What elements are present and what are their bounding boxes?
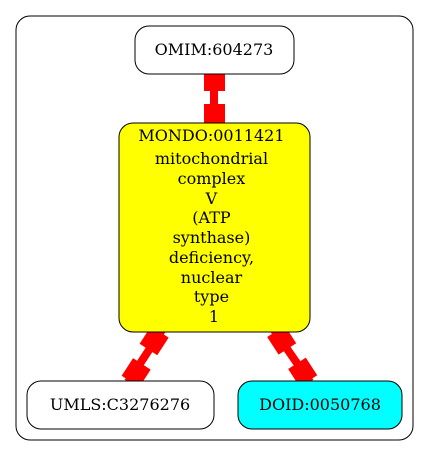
edge-mondo-doid [267, 325, 318, 387]
node-mondo-label-line: complex [178, 169, 246, 188]
edge-box-head [139, 326, 169, 356]
node-doid-label: DOID:0050768 [259, 395, 381, 414]
edge-box-head [267, 325, 297, 355]
edge-omim-mondo [204, 70, 225, 125]
edge-box-head [204, 104, 225, 125]
node-umls-label: UMLS:C3276276 [50, 395, 190, 414]
edge-mondo-umls [121, 326, 169, 388]
node-mondo-label-line: mitochondrial [155, 149, 268, 168]
node-omim[interactable]: OMIM:604273 [134, 25, 295, 75]
node-mondo-label-line: type [194, 287, 229, 306]
edge-box-head [204, 70, 225, 91]
node-umls[interactable]: UMLS:C3276276 [26, 380, 215, 430]
node-mondo-label-line: synthase) [173, 228, 251, 247]
node-mondo-label-line: (ATP [192, 208, 231, 227]
node-mondo-label-line: MONDO:0011421 [138, 126, 284, 145]
node-mondo-box [118, 122, 311, 333]
node-doid-box [237, 380, 403, 430]
node-omim-label: OMIM:604273 [155, 40, 274, 59]
node-doid[interactable]: DOID:0050768 [237, 380, 403, 430]
node-mondo-label: MONDO:0011421 mitochondrial complex V (A… [138, 126, 289, 326]
node-mondo-label-line: deficiency, [169, 248, 254, 267]
node-mondo-label-line: 1 [209, 307, 219, 326]
node-mondo[interactable]: MONDO:0011421 mitochondrial complex V (A… [118, 122, 311, 333]
node-mondo-label-line: V [205, 189, 218, 208]
node-umls-box [26, 380, 215, 430]
node-omim-box [134, 25, 295, 75]
node-mondo-label-line: nuclear [181, 268, 243, 287]
edge-box-head [121, 358, 151, 388]
edge-box-head [288, 357, 318, 387]
